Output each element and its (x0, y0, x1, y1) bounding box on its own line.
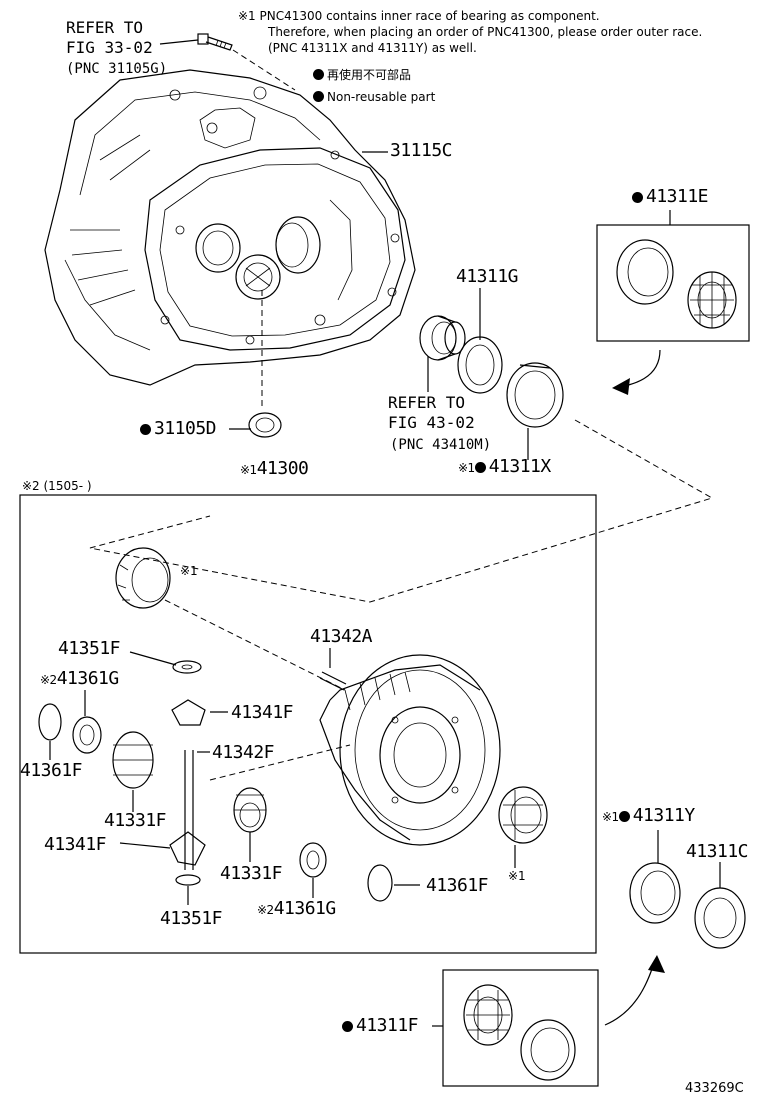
transaxle-case-illustration (44, 69, 416, 386)
side-gear-41331F-left (112, 731, 154, 789)
part-41311F[interactable]: 41311F (342, 1015, 419, 1036)
arrow-head-41311F (648, 955, 665, 973)
non-reusable-dot-icon (474, 462, 486, 473)
part-41300[interactable]: ※141300 (240, 458, 309, 479)
part-41331F-left[interactable]: 41331F (104, 810, 167, 831)
part-41342F[interactable]: 41342F (212, 742, 275, 763)
non-reusable-dot-icon (632, 192, 643, 203)
part-31115C[interactable]: 31115C (390, 140, 453, 161)
part-41311X-text: 41311X (488, 456, 552, 477)
part-41341F-mid[interactable]: 41341F (231, 702, 294, 723)
bolt-illustration (197, 33, 233, 51)
part-41311G[interactable]: 41311G (456, 266, 519, 287)
part-41331F-mid[interactable]: 41331F (220, 863, 283, 884)
note-line-2: Therefore, when placing an order of PNC4… (268, 25, 703, 39)
mark-bearing-right: ※1 (508, 869, 526, 883)
non-reusable-dot-icon (342, 1021, 353, 1032)
part-41311E-text: 41311E (646, 186, 709, 207)
part-41361F-right[interactable]: 41361F (426, 875, 489, 896)
figure-id: 433269C (685, 1081, 744, 1096)
part-41361G-mid[interactable]: ※241361G (257, 900, 336, 918)
part-31105D[interactable]: 31105D (140, 418, 217, 439)
bearing-41311E-box (596, 224, 750, 342)
outer-race-41311Y (629, 862, 681, 924)
part-41351F-top[interactable]: 41351F (58, 638, 121, 659)
part-31105D-text: 31105D (154, 418, 217, 439)
note-line-1: ※1 PNC41300 contains inner race of beari… (238, 9, 600, 23)
part-41361G-left-text: 41361G (56, 668, 120, 689)
part-41311Y-text: 41311Y (632, 805, 696, 826)
ref-fig43-line2[interactable]: FIG 43-02 (388, 413, 475, 432)
ref-fig33-line1[interactable]: REFER TO (66, 18, 144, 37)
plate-41361F-right (367, 864, 393, 902)
legend-en-text: Non-reusable part (327, 90, 436, 104)
part-41300-text: 41300 (256, 458, 309, 479)
part-41311Y[interactable]: ※1 41311Y (602, 807, 695, 825)
bearing-41300-right (498, 786, 548, 844)
ref-fig43-line1[interactable]: REFER TO (388, 393, 466, 412)
washer-41351F-bottom (175, 874, 201, 886)
part-41361G-left[interactable]: ※241361G (40, 670, 119, 688)
part-41361F-left[interactable]: 41361F (20, 760, 83, 781)
leader-lines (49, 39, 721, 1027)
part-41311F-text: 41311F (356, 1015, 419, 1036)
washer-41361G-left (72, 716, 102, 754)
legend-en: Non-reusable part (313, 91, 435, 103)
part-41311C[interactable]: 41311C (686, 841, 749, 862)
bearing-41311F-illustration (463, 984, 576, 1081)
non-reusable-dot-icon (618, 811, 630, 822)
mark-41311Y: ※1 (602, 810, 619, 824)
washer-41361G-mid (299, 842, 327, 878)
bearing-41311F-box (442, 969, 599, 1087)
oil-seal-31105D (248, 412, 282, 438)
arrow-head-41311E (612, 378, 630, 395)
non-reusable-dot-icon (140, 424, 151, 435)
part-41311E[interactable]: 41311E (632, 186, 709, 207)
part-41351F-bottom[interactable]: 41351F (160, 908, 223, 929)
box-note: ※2 (1505- ) (22, 479, 92, 493)
non-reusable-dot-icon (313, 91, 324, 102)
shim-41311C (694, 887, 746, 949)
part-41361G-mid-text: 41361G (273, 898, 337, 919)
pinion-41341F-bottom (169, 831, 206, 866)
differential-case-illustration (319, 654, 501, 846)
ref-fig43-line3[interactable]: (PNC 43410M) (390, 437, 492, 453)
differential-assembly-box (19, 494, 597, 954)
mark-41300: ※1 (240, 463, 257, 477)
part-41311X[interactable]: ※1 41311X (458, 458, 551, 476)
pin-41342A (319, 671, 347, 691)
pinion-41341F-mid (171, 699, 206, 726)
arrow-41311F (604, 959, 656, 1026)
mark-41311X: ※1 (458, 461, 475, 475)
mark-41361G-left: ※2 (40, 673, 57, 687)
non-reusable-dot-icon (313, 69, 324, 80)
bearing-41300-top (115, 547, 171, 609)
part-41341F-left[interactable]: 41341F (44, 834, 107, 855)
part-41342A[interactable]: 41342A (310, 626, 373, 647)
mark-bearing-top: ※1 (180, 564, 198, 578)
mark-41361G-mid: ※2 (257, 903, 274, 917)
washer-41351F-top (172, 660, 202, 674)
plate-41361F-left (38, 703, 62, 741)
bearing-41311E-illustration (616, 239, 737, 329)
side-gear-41331F-mid (233, 787, 267, 833)
arrow-41311E (614, 349, 661, 389)
ref-fig33-line2[interactable]: FIG 33-02 (66, 38, 153, 57)
ref-fig33-line3[interactable]: (PNC 31105G) (66, 61, 168, 77)
legend-jp-text: 再使用不可部品 (327, 68, 412, 82)
shaft-41342F (184, 750, 194, 870)
legend-jp: 再使用不可部品 (313, 69, 411, 81)
note-line-3: (PNC 41311X and 41311Y) as well. (268, 41, 477, 55)
